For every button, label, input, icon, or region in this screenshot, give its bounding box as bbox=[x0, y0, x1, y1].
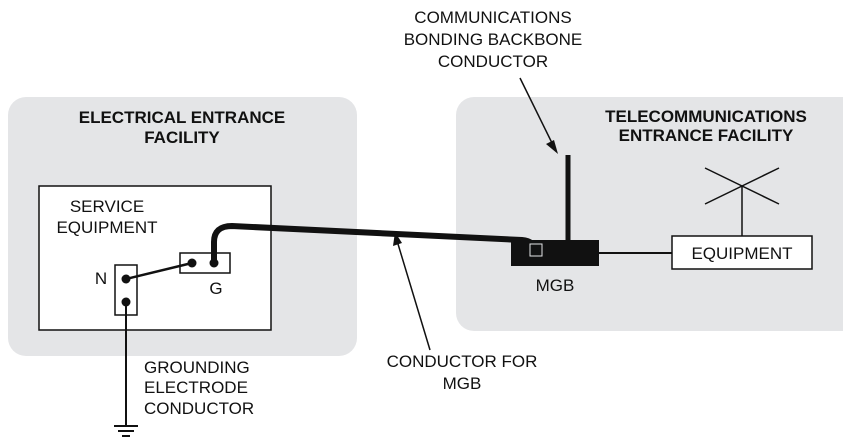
mgb-label: MGB bbox=[536, 276, 575, 295]
conductor-for-mgb-leader-arrowhead bbox=[393, 232, 402, 246]
service-equipment-label-line1: SERVICE bbox=[70, 197, 144, 216]
telecom-entrance-facility-area bbox=[456, 97, 843, 331]
service-equipment-box bbox=[38, 185, 272, 331]
telecom-facility-title-line2: ENTRANCE FACILITY bbox=[619, 126, 794, 145]
mgb-busbar bbox=[511, 240, 599, 266]
backbone-leader-line bbox=[519, 77, 553, 144]
conductor-for-mgb-leader-line bbox=[397, 243, 431, 351]
ground-label: G bbox=[209, 279, 222, 298]
backbone-callout-line1: COMMUNICATIONS bbox=[414, 8, 571, 27]
antenna-icon bbox=[704, 167, 780, 236]
grounding-electrode-callout-line1: GROUNDING bbox=[144, 358, 250, 377]
backbone-leader-arrowhead bbox=[546, 140, 558, 154]
grounding-electrode-callout-line2: ELECTRODE bbox=[144, 378, 248, 397]
conductor-for-mgb-callout-line2: MGB bbox=[443, 374, 482, 393]
equipment-label: EQUIPMENT bbox=[691, 244, 792, 263]
main-bonding-jumper bbox=[125, 261, 193, 281]
backbone-callout-line3: CONDUCTOR bbox=[438, 52, 548, 71]
mgb-conductor-lug bbox=[529, 243, 543, 257]
service-equipment-label-line2: EQUIPMENT bbox=[56, 218, 157, 237]
electrical-facility-title-line1: ELECTRICAL ENTRANCE bbox=[79, 108, 286, 127]
conductor-for-mgb-callout-line1: CONDUCTOR FOR bbox=[387, 352, 538, 371]
grounding-electrode-callout-line3: CONDUCTOR bbox=[144, 399, 254, 418]
electrical-facility-title-line2: FACILITY bbox=[144, 128, 220, 147]
backbone-callout-line2: BONDING BACKBONE bbox=[404, 30, 583, 49]
neutral-label: N bbox=[95, 269, 107, 288]
telecom-facility-title-line1: TELECOMMUNICATIONS bbox=[605, 107, 807, 126]
equipment-box bbox=[671, 235, 813, 270]
ground-bar bbox=[179, 252, 231, 274]
